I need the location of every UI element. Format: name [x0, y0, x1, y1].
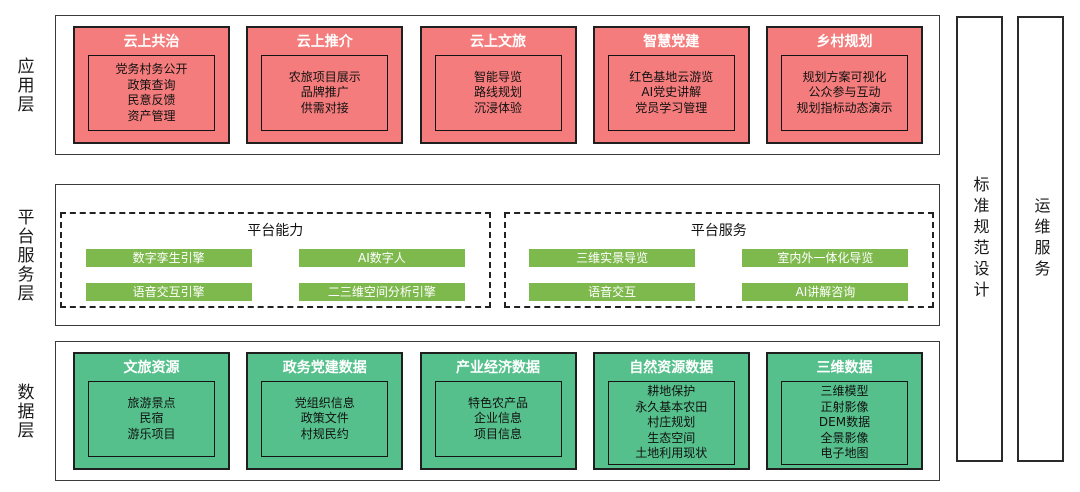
- pill-grid: 三维实景导览 室内外一体化导览 语音交互 AI讲解咨询: [506, 249, 933, 301]
- card-item: 资产管理: [127, 108, 176, 123]
- group-title: 平台能力: [247, 223, 304, 239]
- card-item: DEM数据: [818, 415, 871, 429]
- app-card: 云上推介 农旅项目展示 品牌推广 供需对接: [246, 26, 404, 144]
- card-item: 游乐项目: [127, 426, 176, 441]
- standards-design-sidebar: 标准规范设计: [956, 16, 1003, 462]
- card-item: 智能导览: [473, 69, 522, 84]
- card-title: 自然资源数据: [629, 359, 714, 376]
- card-item: 民意反馈: [127, 93, 176, 107]
- standards-design-label: 标准规范设计: [970, 176, 990, 302]
- card-item: 红色基地云游览: [629, 69, 714, 84]
- card-item-list: 智能导览 路线规划 沉浸体验: [434, 55, 562, 131]
- card-item: 供需对接: [300, 100, 349, 115]
- card-title: 文旅资源: [123, 359, 180, 376]
- card-item-list: 党务村务公开 政策查询 民意反馈 资产管理: [88, 55, 215, 131]
- card-title: 云上共治: [123, 33, 180, 50]
- app-layer: 云上共治 党务村务公开 政策查询 民意反馈 资产管理 云上推介 农旅项目展示 品…: [55, 15, 940, 155]
- card-title: 云上推介: [296, 33, 353, 50]
- platform-layer-label-text: 平台服务层: [13, 207, 34, 303]
- card-item: 路线规划: [473, 85, 522, 100]
- card-item: 沉浸体验: [473, 100, 522, 115]
- card-item-list: 耕地保护 永久基本农田 村庄规划 生态空间 土地利用现状: [607, 381, 735, 465]
- card-item: 村庄规划: [647, 415, 696, 429]
- card-item-list: 党组织信息 政策文件 村规民约: [261, 381, 389, 457]
- card-item: 党组织信息: [294, 395, 355, 410]
- data-card: 产业经济数据 特色农产品 企业信息 项目信息: [419, 352, 577, 470]
- card-title: 三维数据: [816, 359, 873, 376]
- card-item: 品牌推广: [300, 85, 349, 100]
- platform-pill: AI讲解咨询: [742, 283, 909, 301]
- app-layer-label-text: 应用层: [13, 56, 34, 114]
- platform-pill: 室内外一体化导览: [742, 249, 909, 267]
- pill-grid: 数字孪生引擎 AI数字人 语音交互引擎 二三维空间分析引擎: [62, 249, 489, 301]
- card-item-list: 规划方案可视化 公众参与互动 规划指标动态演示: [781, 55, 908, 131]
- card-item-list: 特色农产品 企业信息 项目信息: [434, 381, 562, 457]
- card-item-list: 农旅项目展示 品牌推广 供需对接: [261, 55, 389, 131]
- platform-pill: 语音交互引擎: [85, 283, 252, 301]
- card-item: 党员学习管理: [635, 100, 708, 115]
- card-item-list: 旅游景点 民宿 游乐项目: [88, 381, 215, 457]
- platform-capability-group: 平台能力 数字孪生引擎 AI数字人 语音交互引擎 二三维空间分析引擎: [60, 212, 491, 308]
- app-card: 云上文旅 智能导览 路线规划 沉浸体验: [419, 26, 577, 144]
- card-item: 规划指标动态演示: [796, 100, 893, 115]
- card-item: 正射影像: [820, 399, 869, 414]
- platform-layer-label: 平台服务层: [10, 184, 38, 326]
- data-layer: 文旅资源 旅游景点 民宿 游乐项目 政务党建数据 党组织信息 政策文件 村规民约…: [55, 341, 940, 481]
- card-title: 政务党建数据: [282, 359, 367, 376]
- app-layer-label: 应用层: [10, 15, 38, 155]
- platform-pill: AI数字人: [298, 249, 465, 267]
- card-item: 公众参与互动: [808, 85, 881, 100]
- card-item: 电子地图: [820, 446, 869, 460]
- data-card: 文旅资源 旅游景点 民宿 游乐项目: [73, 352, 230, 470]
- card-item: 农旅项目展示: [288, 69, 361, 84]
- card-item: 生态空间: [647, 430, 696, 445]
- platform-pill: 二三维空间分析引擎: [298, 283, 465, 301]
- card-item: 土地利用现状: [635, 446, 708, 460]
- group-title: 平台服务: [690, 223, 747, 239]
- card-item: 党务村务公开: [115, 62, 188, 76]
- ops-service-sidebar: 运维服务: [1017, 16, 1064, 462]
- card-item: AI党史讲解: [641, 85, 702, 100]
- data-layer-label-text: 数据层: [13, 382, 34, 440]
- card-item: 耕地保护: [647, 384, 696, 398]
- platform-pill: 三维实景导览: [529, 249, 696, 267]
- card-item: 特色农产品: [467, 395, 528, 410]
- app-cards-row: 云上共治 党务村务公开 政策查询 民意反馈 资产管理 云上推介 农旅项目展示 品…: [56, 16, 939, 154]
- platform-layer: 平台能力 数字孪生引擎 AI数字人 语音交互引擎 二三维空间分析引擎 平台服务 …: [55, 184, 940, 326]
- data-layer-label: 数据层: [10, 341, 38, 481]
- card-title: 乡村规划: [816, 33, 873, 50]
- card-item: 政策文件: [300, 411, 349, 426]
- card-item-list: 三维模型 正射影像 DEM数据 全景影像 电子地图: [781, 381, 908, 465]
- card-item: 旅游景点: [127, 395, 176, 410]
- card-item: 项目信息: [473, 426, 522, 441]
- card-item: 村规民约: [300, 426, 349, 441]
- app-card: 乡村规划 规划方案可视化 公众参与互动 规划指标动态演示: [766, 26, 923, 144]
- card-item: 民宿: [139, 411, 164, 426]
- platform-groups-row: 平台能力 数字孪生引擎 AI数字人 语音交互引擎 二三维空间分析引擎 平台服务 …: [56, 185, 939, 308]
- app-card: 云上共治 党务村务公开 政策查询 民意反馈 资产管理: [73, 26, 230, 144]
- card-item: 规划方案可视化: [802, 69, 887, 84]
- platform-pill: 语音交互: [529, 283, 696, 301]
- ops-service-label: 运维服务: [1031, 197, 1051, 281]
- data-card: 三维数据 三维模型 正射影像 DEM数据 全景影像 电子地图: [766, 352, 923, 470]
- app-card: 智慧党建 红色基地云游览 AI党史讲解 党员学习管理: [592, 26, 750, 144]
- platform-service-group: 平台服务 三维实景导览 室内外一体化导览 语音交互 AI讲解咨询: [503, 212, 934, 308]
- card-item: 政策查询: [127, 77, 176, 92]
- data-card: 自然资源数据 耕地保护 永久基本农田 村庄规划 生态空间 土地利用现状: [592, 352, 750, 470]
- card-title: 智慧党建: [643, 33, 700, 50]
- card-item: 永久基本农田: [635, 399, 708, 414]
- card-title: 云上文旅: [470, 33, 526, 50]
- card-item-list: 红色基地云游览 AI党史讲解 党员学习管理: [607, 55, 735, 131]
- card-item: 企业信息: [473, 411, 522, 426]
- card-item: 全景影像: [820, 430, 869, 445]
- card-title: 产业经济数据: [456, 359, 540, 376]
- platform-pill: 数字孪生引擎: [85, 249, 252, 267]
- card-item: 三维模型: [820, 384, 869, 398]
- data-cards-row: 文旅资源 旅游景点 民宿 游乐项目 政务党建数据 党组织信息 政策文件 村规民约…: [56, 342, 939, 480]
- data-card: 政务党建数据 党组织信息 政策文件 村规民约: [246, 352, 404, 470]
